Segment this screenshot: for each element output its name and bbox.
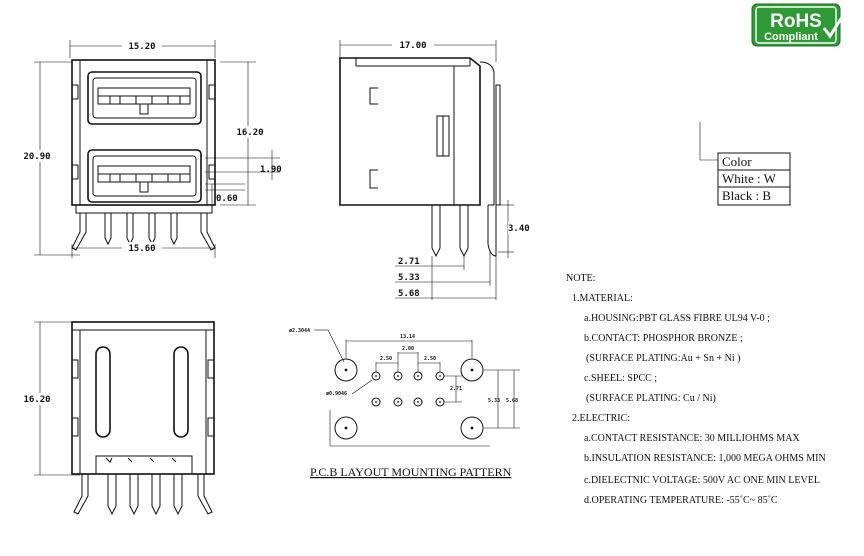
color-table: Color White : W Black : B bbox=[699, 122, 791, 206]
dim-side-length: 17.00 bbox=[399, 41, 426, 51]
side-view: 17.00 3.40 2.71 5.33 5.68 bbox=[339, 39, 534, 300]
color-table-row-black: Black : B bbox=[722, 188, 771, 203]
note-line: c.SHEEL: SPCC ; bbox=[584, 373, 657, 384]
note-line: 2.ELECTRIC: bbox=[572, 413, 630, 424]
color-table-header: Color bbox=[722, 154, 752, 169]
dim-side-d1: 2.71 bbox=[398, 257, 420, 267]
notes-block: NOTE: 1.MATERIAL: a.HOUSING:PBT GLASS FI… bbox=[566, 273, 826, 506]
note-line: c.DIELECTNIC VOLTAGE: 500V AC ONE MIN LE… bbox=[584, 475, 820, 486]
rohs-text: RoHS bbox=[770, 11, 822, 32]
dim-port-offset: 1.90 bbox=[260, 165, 282, 175]
note-line: (SURFACE PLATING:Au + Sn + Ni ) bbox=[586, 353, 740, 364]
note-line: 1.MATERIAL: bbox=[572, 293, 633, 304]
dim-hole-small: ø0.9046 bbox=[326, 391, 347, 397]
dim-side-d2: 5.33 bbox=[398, 273, 420, 283]
rohs-badge: RoHS Compliant bbox=[751, 3, 846, 47]
compliant-text: Compliant bbox=[764, 31, 818, 43]
dim-front-width-top: 15.20 bbox=[128, 42, 155, 52]
dim-row-offset: 2.71 bbox=[450, 386, 462, 392]
notes-title: NOTE: bbox=[566, 273, 595, 284]
dim-front-width-bottom: 15.60 bbox=[128, 244, 155, 254]
front-view: 15.20 20.90 16.20 1.90 0.60 bbox=[18, 40, 282, 258]
note-line: (SURFACE PLATING: Cu / Ni) bbox=[586, 393, 716, 404]
dim-pitch-total: 2.00 bbox=[402, 346, 414, 352]
dim-front-inner-height: 16.20 bbox=[236, 128, 263, 138]
bottom-view: 16.20 bbox=[18, 321, 215, 516]
pcb-layout: ø2.3044 ø0.9046 13.14 2.00 2.50 2.50 2.7… bbox=[289, 328, 520, 479]
dim-bottom-height: 16.20 bbox=[23, 395, 50, 405]
checkmark-icon bbox=[822, 13, 846, 39]
dim-pin-length: 3.40 bbox=[508, 224, 530, 234]
note-line: b.INSULATION RESISTANCE: 1,000 MEGA OHMS… bbox=[584, 453, 826, 464]
dim-pcb-v1: 5.33 bbox=[488, 398, 500, 404]
pcb-title: P.C.B LAYOUT MOUNTING PATTERN bbox=[310, 465, 512, 479]
note-line: d.OPERATING TEMPERATURE: -55˚C~ 85˚C bbox=[584, 495, 778, 506]
dim-pitch-right: 2.50 bbox=[424, 356, 436, 362]
dim-hole-big: ø2.3044 bbox=[289, 328, 310, 334]
dim-side-d3: 5.68 bbox=[398, 289, 420, 299]
dim-pcb-v2: 5.68 bbox=[506, 398, 518, 404]
dim-pin-offset: 0.60 bbox=[216, 194, 238, 204]
dim-pcb-width: 13.14 bbox=[400, 334, 415, 340]
color-table-row-white: White : W bbox=[722, 171, 777, 186]
dim-front-height: 20.90 bbox=[23, 152, 50, 162]
note-line: b.CONTACT: PHOSPHOR BRONZE ; bbox=[584, 333, 743, 344]
note-line: a.HOUSING:PBT GLASS FIBRE UL94 V-0 ; bbox=[584, 313, 770, 324]
note-line: a.CONTACT RESISTANCE: 30 MILLIOHMS MAX bbox=[584, 433, 800, 444]
dim-pitch-left: 2.50 bbox=[380, 356, 392, 362]
